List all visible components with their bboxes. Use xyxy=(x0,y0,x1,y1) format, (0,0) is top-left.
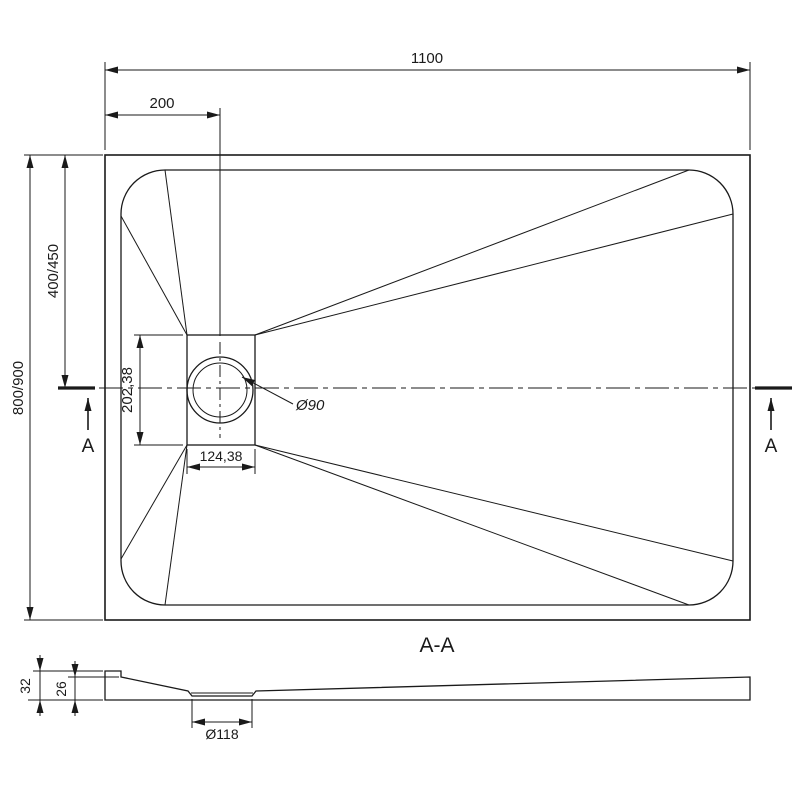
dim-base-height: 26 xyxy=(53,661,119,716)
dim-overall-width: 1100 xyxy=(104,50,751,150)
drain-recess-box xyxy=(186,334,256,446)
dim-drain-box-width: 124,38 xyxy=(186,448,256,474)
slope-fold-lines xyxy=(120,169,734,606)
dim-drain-hole-diameter: Ø118 xyxy=(191,699,253,742)
drain: Ø90 xyxy=(186,334,325,446)
section-cut-line: A A xyxy=(58,386,792,457)
dim-label-drain-offset: 200 xyxy=(149,95,174,112)
section-profile xyxy=(104,670,751,701)
dim-total-height: 32 xyxy=(17,655,103,716)
dim-label-center-offset: 400/450 xyxy=(45,244,62,298)
dim-label-overall-depth: 800/900 xyxy=(10,361,27,415)
dim-drain-box-height: 202,38 xyxy=(119,334,183,446)
dim-label-overall-width: 1100 xyxy=(411,50,443,67)
section-marker-right-label: A xyxy=(765,436,778,457)
dim-label-base-height: 26 xyxy=(53,681,69,697)
dim-center-offset: 400/450 xyxy=(45,155,69,388)
section-marker-left-label: A xyxy=(82,436,95,457)
section-title: A-A xyxy=(419,634,454,657)
dim-label-drain-hole-diameter: Ø118 xyxy=(205,726,238,742)
drain-diameter-leader xyxy=(241,376,294,405)
dim-label-drain-diameter: Ø90 xyxy=(295,397,325,414)
top-view: A A Ø90 1100 200 xyxy=(10,50,792,621)
dim-label-drain-box-width: 124,38 xyxy=(200,448,243,464)
section-view: A-A 32 26 Ø118 xyxy=(17,634,751,742)
dim-label-total-height: 32 xyxy=(17,678,33,694)
dim-label-drain-box-height: 202,38 xyxy=(119,367,136,413)
dim-drain-offset: 200 xyxy=(105,95,221,336)
